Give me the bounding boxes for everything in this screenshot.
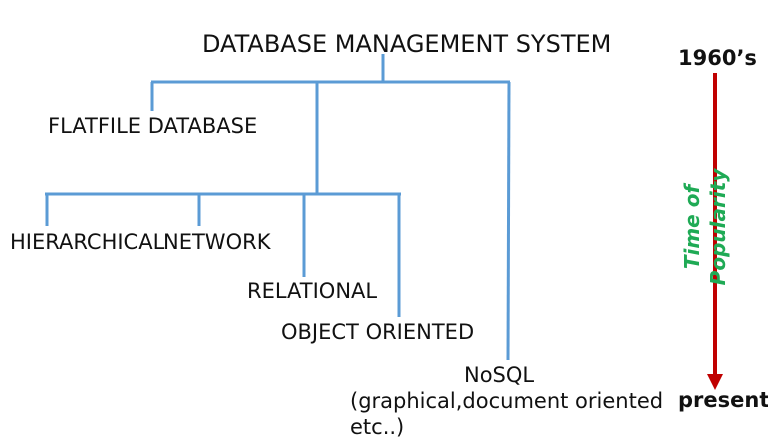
node-hierarchical: HIERARCHICAL	[10, 230, 165, 254]
node-nosql-detail-continued: etc..)	[350, 415, 405, 439]
timeline-axis-label: Time of Popularity	[660, 152, 750, 302]
node-nosql: NoSQL	[464, 363, 535, 387]
timeline-axis-label-line2: Popularity	[706, 168, 730, 286]
timeline-arrow-head	[707, 374, 723, 390]
node-nosql-detail: (graphical,document oriented	[350, 389, 664, 413]
node-flatfile-database: FLATFILE DATABASE	[48, 114, 258, 138]
timeline-end-label: present	[678, 388, 768, 412]
node-object-oriented: OBJECT ORIENTED	[281, 320, 475, 344]
timeline-axis-label-line1: Time of	[680, 184, 704, 270]
root-node-title: DATABASE MANAGEMENT SYSTEM	[202, 30, 612, 58]
timeline-start-label: 1960’s	[678, 46, 757, 70]
node-network: NETWORK	[163, 230, 271, 254]
nosql-drop	[506, 81, 511, 361]
node-relational: RELATIONAL	[247, 279, 378, 303]
